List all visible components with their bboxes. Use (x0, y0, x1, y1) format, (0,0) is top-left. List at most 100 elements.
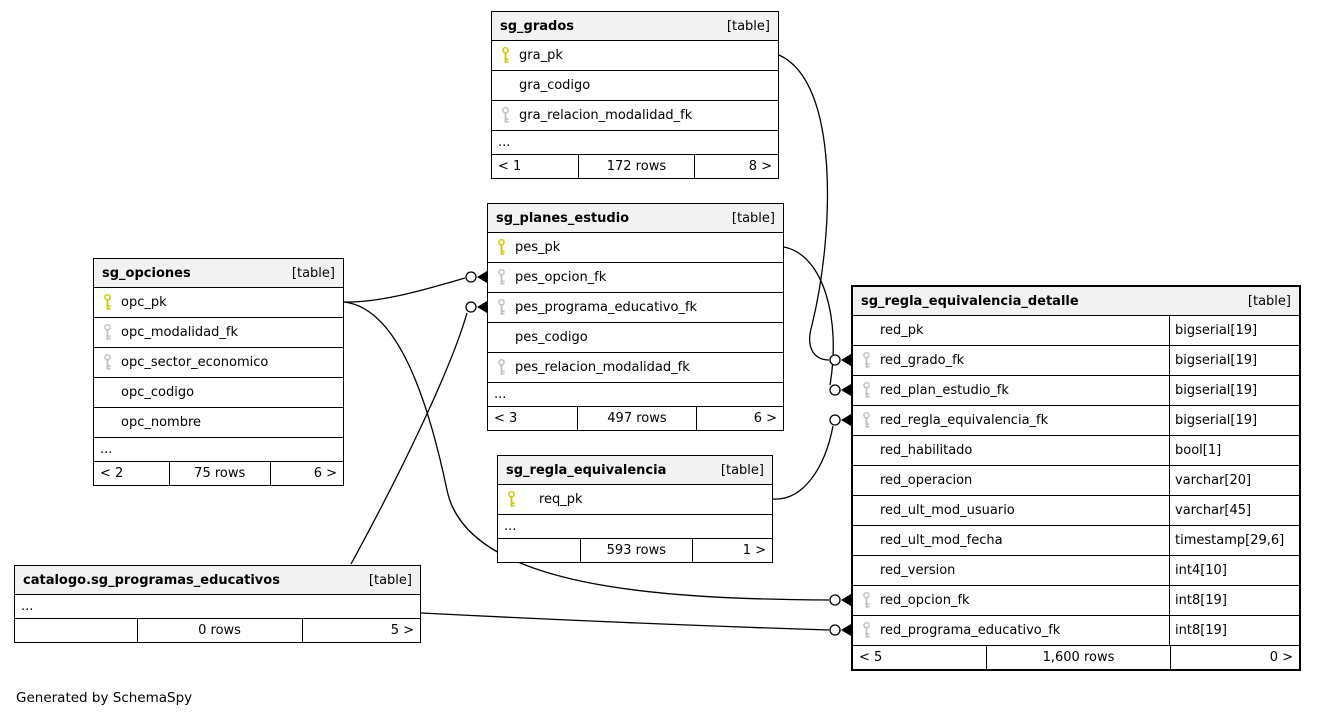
foreign-key-icon (488, 358, 515, 377)
column-row: pes_codigo (488, 322, 783, 352)
crow-arrow (841, 594, 851, 606)
table-header-sg-planes-estudio[interactable]: sg_planes_estudio [table] (488, 204, 783, 232)
table-footer: < 1 172 rows 8 > (492, 154, 778, 178)
foreign-key-icon (94, 353, 121, 372)
table-header-sg-grados[interactable]: sg_grados [table] (492, 12, 778, 40)
footer-row-count: 1,600 rows (986, 646, 1171, 669)
column-name: pes_programa_educativo_fk (515, 300, 698, 315)
column-row: gra_relacion_modalidad_fk (492, 100, 778, 130)
edge-programas-to-detalle (420, 612, 830, 631)
table-node-sg-regla-equivalencia-detalle: sg_regla_equivalencia_detalle [table] re… (851, 285, 1301, 671)
footer-children-count (498, 539, 580, 562)
column-row: pes_pk (488, 232, 783, 262)
odot (829, 384, 841, 396)
foreign-key-icon (853, 381, 880, 400)
table-footer: 0 rows 5 > (15, 618, 420, 642)
column-row: red_pk bigserial[19] (853, 315, 1299, 345)
foreign-key-icon (853, 621, 880, 640)
crow-arrow (841, 354, 851, 366)
table-node-catalogo-sg-programas-educativos: catalogo.sg_programas_educativos [table]… (14, 565, 421, 643)
column-name: red_regla_equivalencia_fk (880, 413, 1049, 428)
footer-children-count: < 3 (494, 411, 518, 426)
footer-children-count: < 1 (498, 159, 522, 174)
table-header-sg-regla-equivalencia-detalle[interactable]: sg_regla_equivalencia_detalle [table] (853, 287, 1299, 315)
edge-planes-to-detalle (783, 246, 834, 386)
ellipsis-row: ... (94, 437, 343, 461)
table-footer: < 2 75 rows 6 > (94, 461, 343, 485)
foreign-key-icon (853, 411, 880, 430)
primary-key-icon (94, 293, 121, 312)
column-name: opc_sector_economico (121, 355, 269, 370)
table-title: sg_grados (500, 18, 575, 34)
table-footer: < 3 497 rows 6 > (488, 406, 783, 430)
foreign-key-icon (488, 298, 515, 317)
column-row: opc_pk (94, 287, 343, 317)
table-node-sg-grados: sg_grados [table] gra_pk gra_codigo gra_… (491, 11, 779, 179)
column-name: req_pk (539, 492, 583, 507)
column-name: red_opcion_fk (880, 593, 970, 608)
footer-row-count: 497 rows (576, 407, 698, 430)
crow-arrow (477, 301, 487, 313)
column-type: varchar[20] (1169, 466, 1299, 495)
foreign-key-icon (853, 351, 880, 370)
edge-grados-to-detalle (778, 54, 830, 361)
footer-parents-count: 6 > (313, 466, 337, 481)
column-row: gra_pk (492, 40, 778, 70)
column-name: pes_pk (515, 240, 561, 255)
column-name: opc_codigo (121, 385, 195, 400)
ellipsis-row: ... (488, 382, 783, 406)
table-title: sg_planes_estudio (496, 210, 630, 226)
table-footer: < 5 1,600 rows 0 > (853, 645, 1299, 669)
table-type-badge: [table] (731, 210, 775, 226)
column-name: gra_relacion_modalidad_fk (519, 108, 693, 123)
column-row: gra_codigo (492, 70, 778, 100)
column-row: red_ult_mod_fecha timestamp[29,6] (853, 525, 1299, 555)
column-name: opc_pk (121, 295, 167, 310)
table-header-sg-regla-equivalencia[interactable]: sg_regla_equivalencia [table] (498, 456, 772, 484)
table-title: sg_regla_equivalencia_detalle (861, 293, 1079, 309)
column-row: red_regla_equivalencia_fk bigserial[19] (853, 405, 1299, 435)
table-title: catalogo.sg_programas_educativos (23, 572, 280, 588)
column-name: pes_codigo (515, 330, 588, 345)
column-row: red_habilitado bool[1] (853, 435, 1299, 465)
column-name: opc_nombre (121, 415, 202, 430)
column-name: pes_relacion_modalidad_fk (515, 360, 690, 375)
edge-regla-to-detalle (772, 425, 834, 500)
column-type: bigserial[19] (1169, 346, 1299, 375)
column-row: opc_codigo (94, 377, 343, 407)
footer-row-count: 75 rows (168, 462, 271, 485)
column-row: red_version int4[10] (853, 555, 1299, 585)
generated-by-note: Generated by SchemaSpy (16, 690, 193, 706)
odot (829, 354, 841, 366)
footer-parents-count: 1 > (742, 543, 766, 558)
odot (465, 271, 477, 283)
column-name: red_pk (880, 323, 924, 338)
column-name: gra_pk (519, 48, 563, 63)
column-row: red_ult_mod_usuario varchar[45] (853, 495, 1299, 525)
column-row: pes_relacion_modalidad_fk (488, 352, 783, 382)
table-header-sg-opciones[interactable]: sg_opciones [table] (94, 259, 343, 287)
footer-row-count: 172 rows (577, 155, 696, 178)
column-type: bigserial[19] (1169, 376, 1299, 405)
column-name: red_plan_estudio_fk (880, 383, 1009, 398)
column-type: bigserial[19] (1169, 316, 1299, 345)
table-type-badge: [table] (291, 265, 335, 281)
table-node-sg-planes-estudio: sg_planes_estudio [table] pes_pk pes_opc… (487, 203, 784, 431)
column-row: opc_nombre (94, 407, 343, 437)
table-header-catalogo-sg-programas-educativos[interactable]: catalogo.sg_programas_educativos [table] (15, 566, 420, 594)
odot (829, 624, 841, 636)
column-name: gra_codigo (519, 78, 591, 93)
edge-programas-to-planes (350, 312, 468, 565)
table-footer: 593 rows 1 > (498, 538, 772, 562)
table-type-badge: [table] (368, 572, 412, 588)
column-name: opc_modalidad_fk (121, 325, 238, 340)
footer-children-count: < 2 (100, 466, 124, 481)
odot (465, 301, 477, 313)
column-row: opc_modalidad_fk (94, 317, 343, 347)
ellipsis-row: ... (15, 594, 420, 618)
edge-opciones-to-planes (343, 277, 466, 303)
column-row: red_opcion_fk int8[19] (853, 585, 1299, 615)
column-row: req_pk (498, 484, 772, 514)
table-node-sg-opciones: sg_opciones [table] opc_pk opc_modalidad… (93, 258, 344, 486)
column-row: pes_opcion_fk (488, 262, 783, 292)
